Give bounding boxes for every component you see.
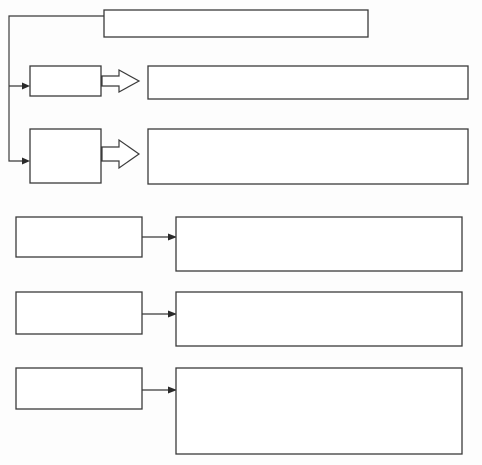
branch2-right-box — [147, 128, 469, 185]
top-box — [103, 9, 369, 38]
branch1-right-box — [147, 65, 469, 100]
row3-left-box — [15, 367, 143, 410]
branch1-arrowhead — [22, 82, 30, 90]
branch1-hollow-arrow — [101, 68, 141, 94]
bracket-connector — [8, 15, 104, 162]
row1-right-box — [175, 216, 463, 272]
row2-left-box — [15, 291, 143, 335]
branch2-arrowhead — [22, 157, 30, 165]
row3-arrowhead — [168, 386, 177, 394]
row1-arrowhead — [168, 233, 177, 241]
branch1-left-box — [29, 65, 102, 97]
branch2-hollow-arrow — [101, 138, 141, 170]
row2-right-box — [175, 291, 463, 347]
row1-left-box — [15, 216, 143, 258]
row3-right-box — [175, 367, 463, 455]
row2-arrowhead — [168, 310, 177, 318]
branch2-left-box — [29, 128, 102, 184]
